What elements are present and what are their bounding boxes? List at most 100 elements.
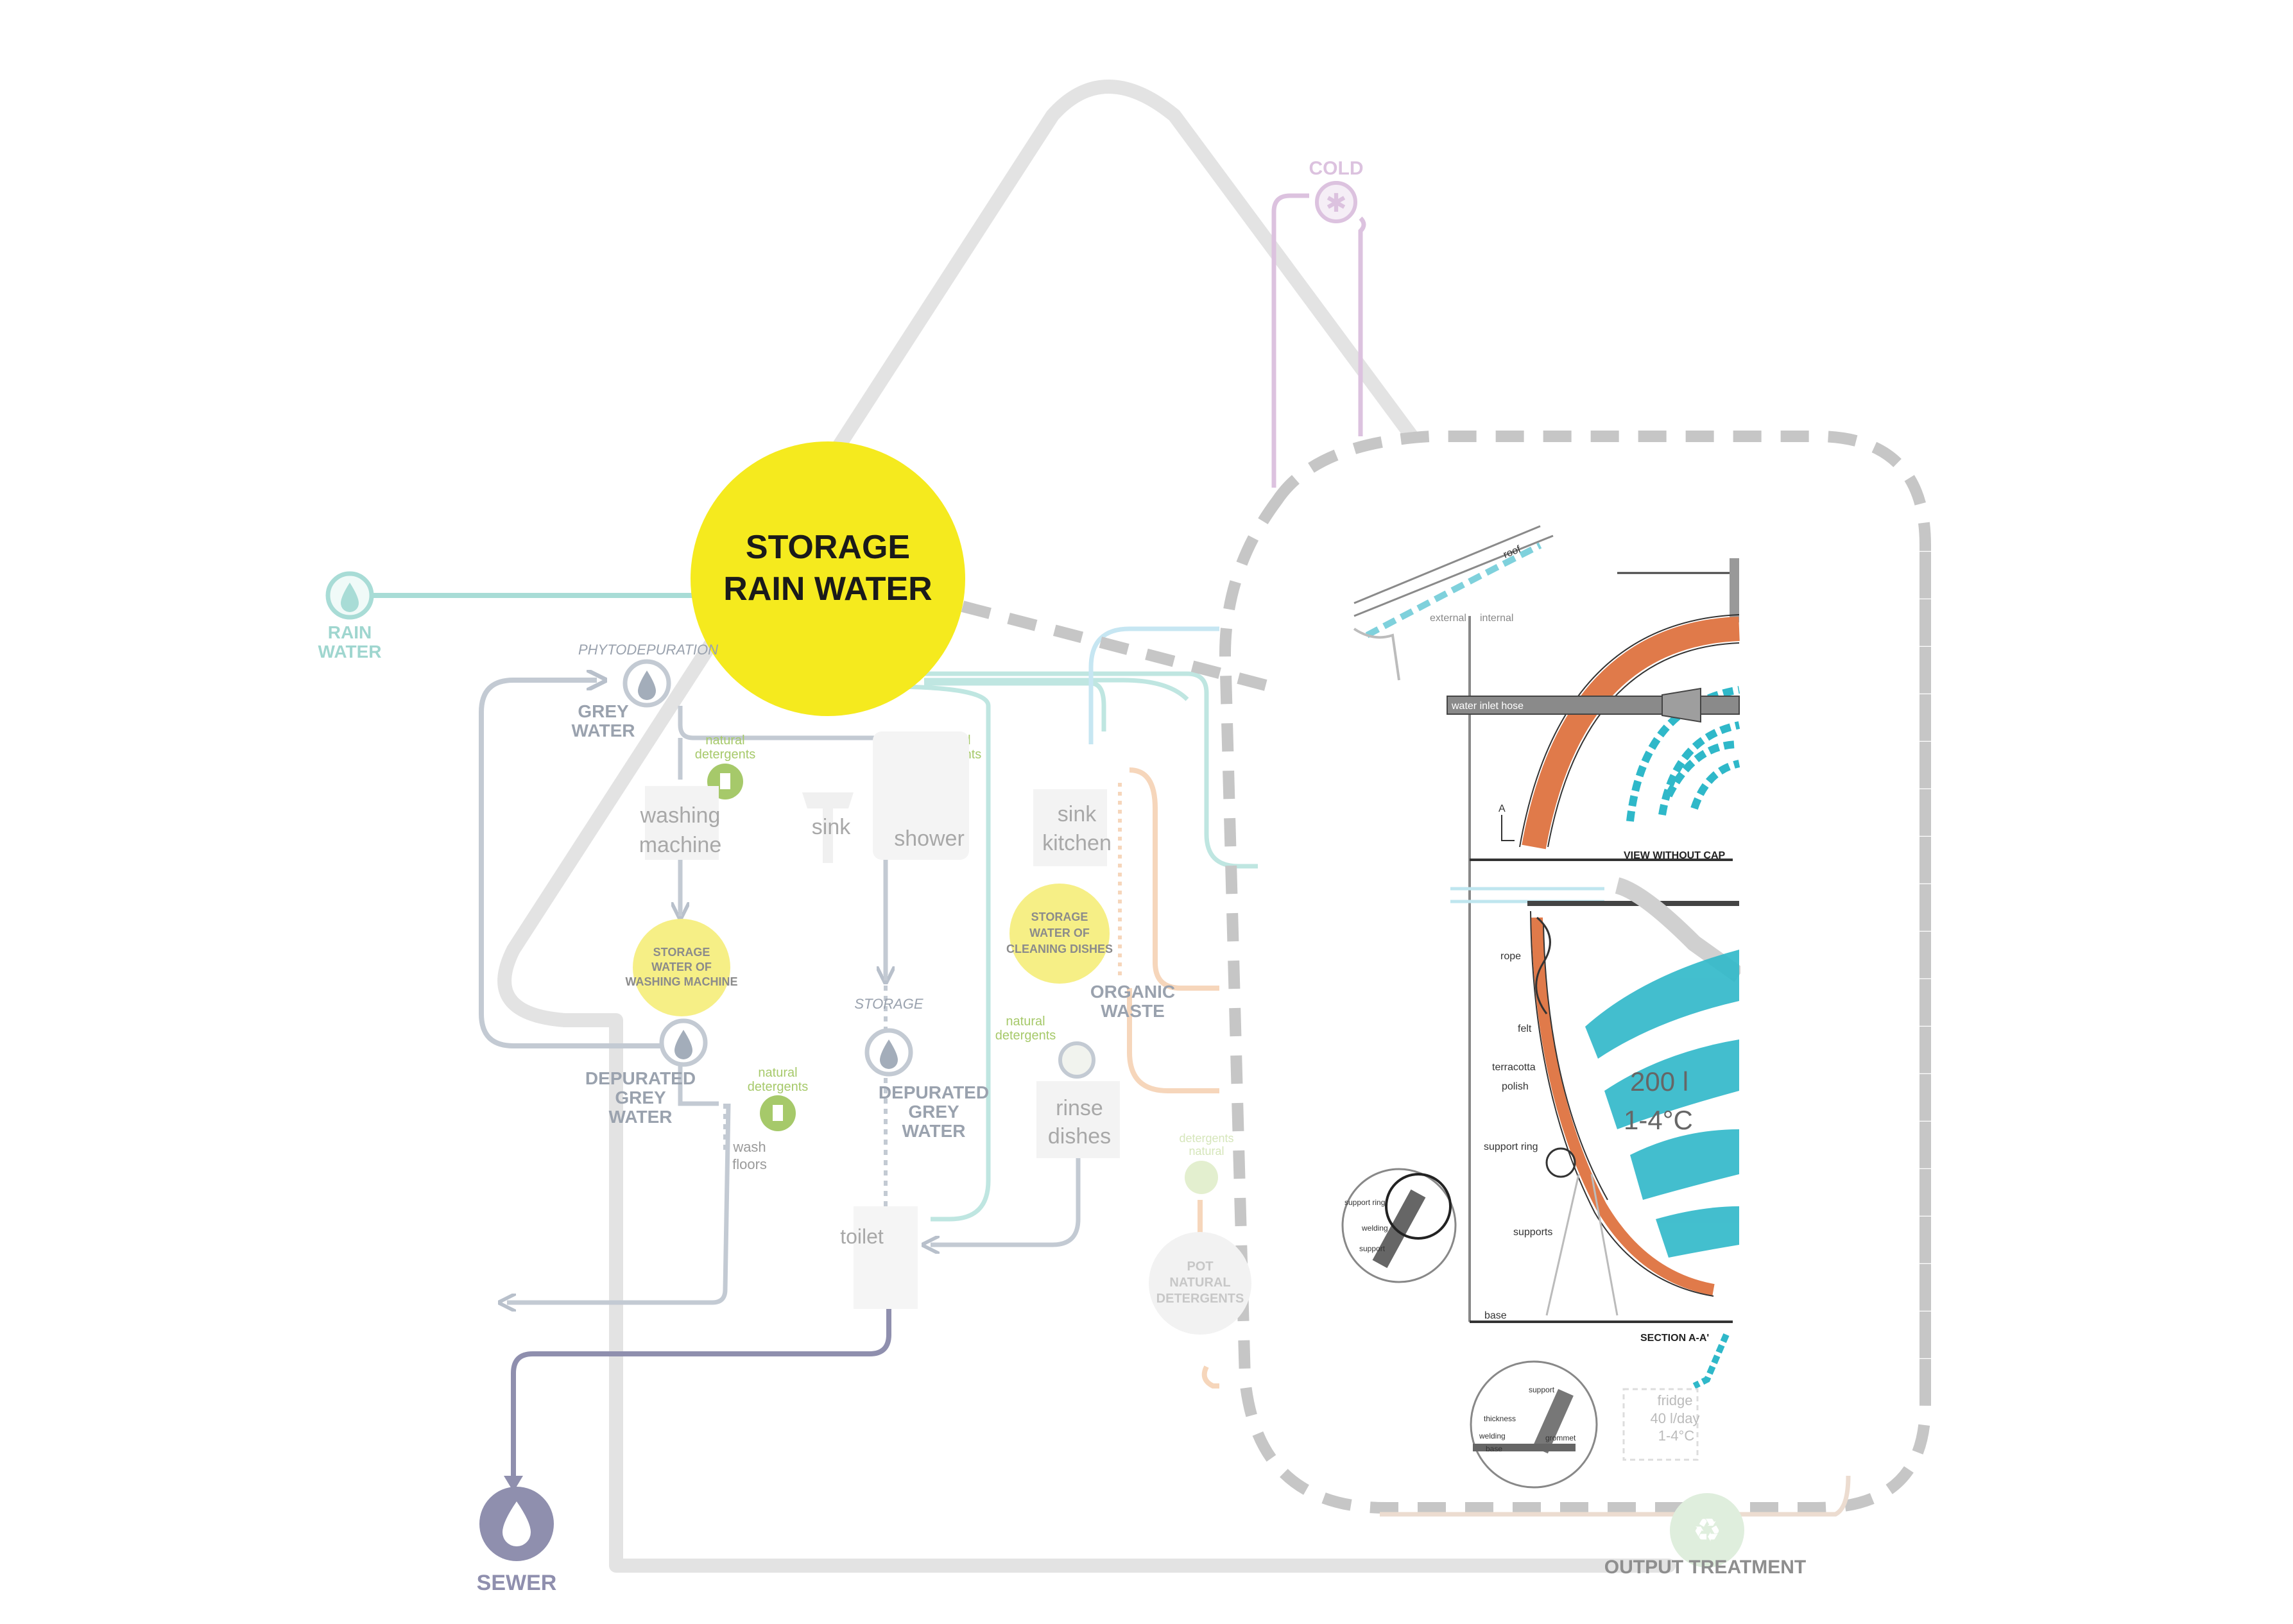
water-inlet-hose-label: water inlet hose <box>1451 701 1524 712</box>
zoom1-bar <box>1372 1189 1426 1269</box>
storage-wm-line1: STORAGE <box>653 946 710 959</box>
storage-rain-water-line1: STORAGE <box>746 529 910 566</box>
natural-detergents-4: natural detergents <box>748 1066 809 1131</box>
a-marker: A <box>1499 803 1506 814</box>
polish-label: polish <box>1502 1081 1529 1092</box>
detergent-bottle-icon-4 <box>773 1105 783 1121</box>
depurated-left-line <box>678 1065 719 1106</box>
depurated-left-label-1: DEPURATED <box>585 1068 696 1088</box>
svg-text:detergents: detergents <box>695 748 756 762</box>
detergents-faded-2: natural <box>1189 1145 1224 1158</box>
rain-water-label-1: RAIN <box>328 622 372 642</box>
recycle-icon: ♻ <box>1693 1512 1722 1548</box>
storage-cd-line3: CLEANING DISHES <box>1006 943 1113 955</box>
inlet-pipe-section <box>1615 877 1744 982</box>
shower-label: shower <box>894 826 965 851</box>
grey-water-drop-icon <box>638 671 656 700</box>
base-label: base <box>1484 1310 1507 1321</box>
section-water-swirl <box>1585 950 1739 1258</box>
support-ring-marker <box>1545 1147 1576 1178</box>
zoom2-thickness: thickness <box>1484 1414 1516 1423</box>
terracotta-ring-top <box>1522 617 1740 850</box>
depurated-mid-label-1: DEPURATED <box>879 1082 989 1102</box>
svg-text:natural: natural <box>758 1066 797 1080</box>
pot-label-2: NATURAL <box>1169 1276 1230 1290</box>
pot-label-3: DETERGENTS <box>1156 1292 1244 1306</box>
wash-floors-label-1: wash <box>732 1139 766 1155</box>
zoom2-welding: welding <box>1479 1432 1506 1440</box>
cold-icon <box>1315 181 1357 223</box>
rinse-dishes-box <box>1036 1081 1120 1158</box>
roof-line <box>1353 525 1554 617</box>
storage-washing-machine-circle <box>633 919 730 1016</box>
zoom1-ring <box>1385 1173 1452 1240</box>
rinse-dishes-label-2: dishes <box>1048 1124 1111 1149</box>
storage-rain-water-circle <box>691 441 965 716</box>
depurated-mid-label-3: WATER <box>902 1121 965 1141</box>
svg-text:detergents: detergents <box>748 1080 809 1094</box>
washing-machine-label-2: machine <box>639 833 722 857</box>
zoom-detail-2 <box>1470 1360 1598 1489</box>
floor-line-mid <box>1450 887 1604 903</box>
detergent-faded-icon <box>1185 1161 1218 1194</box>
grey-water-loop <box>479 680 667 1048</box>
outlet-pipe-water <box>1692 1333 1730 1389</box>
pot-natural-detergents-circle <box>1149 1232 1251 1335</box>
depurated-left-label-2: GREY <box>615 1088 666 1107</box>
toilet-return-line <box>931 1091 1081 1245</box>
snowflake-icon: ✱ <box>1325 189 1347 218</box>
toilet-label: toilet <box>840 1225 884 1248</box>
sink-kitchen-label-1: sink <box>1058 802 1097 826</box>
organic-pipes <box>1127 767 1219 1389</box>
capacity-label: 200 l <box>1630 1066 1688 1097</box>
fridge-label-3: 1-4°C <box>1658 1428 1695 1444</box>
zoom2-base <box>1473 1444 1576 1451</box>
supports-label: supports <box>1513 1227 1552 1238</box>
zoom1-welding: welding <box>1361 1224 1388 1233</box>
fridge-label-1: fridge <box>1657 1392 1692 1408</box>
sewer-arrow <box>504 1476 523 1492</box>
rinse-dishes-label-1: rinse <box>1056 1096 1103 1120</box>
rope-wave <box>1535 916 1551 1014</box>
svg-text:natural: natural <box>705 733 744 748</box>
zoom2-bar <box>1533 1389 1574 1454</box>
storage-wm-line2: WATER OF <box>651 961 712 973</box>
a-marker-line <box>1501 815 1515 841</box>
internal-label: internal <box>1480 613 1513 624</box>
svg-text:natural: natural <box>1006 1014 1045 1029</box>
organic-waste-label-2: WASTE <box>1101 1001 1165 1021</box>
depurated-left-label-3: WATER <box>608 1107 672 1127</box>
storage-wm-line3: WASHING MACHINE <box>626 975 738 988</box>
supports-lines <box>1545 1174 1619 1316</box>
house-loop-line <box>497 80 1676 1573</box>
sewer-line <box>511 1309 891 1482</box>
washing-machine-label-1: washing <box>640 803 721 828</box>
zoom2-base-label: base <box>1486 1444 1502 1453</box>
cold-pipe <box>1271 193 1366 488</box>
output-treatment-icon <box>1670 1493 1744 1568</box>
water-drop-icon <box>341 583 359 612</box>
wash-floors-label-2: floors <box>732 1156 767 1172</box>
light-blue-pipe <box>1088 626 1219 744</box>
organic-waste-label-1: ORGANIC <box>1090 982 1175 1002</box>
output-treatment-label: OUTPUT TREATMENT <box>1604 1557 1806 1578</box>
storage-cd-line1: STORAGE <box>1031 910 1088 923</box>
detail-clip-mask <box>1740 545 1888 1431</box>
zoom1-support-ring: support ring <box>1344 1198 1385 1207</box>
detergents-faded-1: detergents <box>1179 1132 1233 1145</box>
terracotta-pot-outline <box>1530 910 1714 1297</box>
temperature-label: 1-4°C <box>1624 1105 1693 1135</box>
storage-small-label: STORAGE <box>854 996 923 1012</box>
felt-label: felt <box>1518 1023 1532 1034</box>
depurated-left-drop-icon <box>674 1030 692 1059</box>
hose-nozzle <box>1662 687 1701 723</box>
rain-water-label-2: WATER <box>318 642 381 662</box>
organic-output-line <box>1380 1475 1851 1517</box>
sink-kitchen-label-2: kitchen <box>1042 831 1112 855</box>
zoom1-support: support <box>1359 1244 1386 1253</box>
external-label: external <box>1430 613 1466 624</box>
support-ring-label: support ring <box>1484 1141 1538 1152</box>
tank-detail-drawing: roof external internal water inlet hose … <box>1341 525 1744 1489</box>
cold-label: COLD <box>1309 158 1364 179</box>
